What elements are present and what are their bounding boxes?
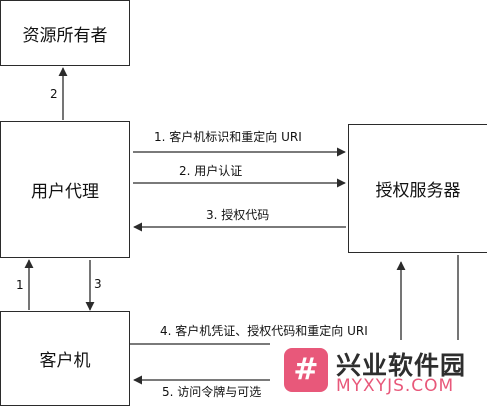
step-number-agent-to-client: 3	[94, 277, 102, 291]
user-agent-box: 用户代理	[0, 121, 130, 258]
flow-3-label: 3. 授权代码	[206, 208, 270, 222]
step-number-client-to-agent: 1	[16, 278, 24, 292]
step-number-owner: 2	[50, 87, 58, 101]
watermark-brand: 兴业软件园	[336, 351, 467, 380]
client-label: 客户机	[39, 351, 91, 371]
watermark: # 兴业软件园 MYXYJS.COM	[270, 340, 487, 406]
resource-owner-box: 资源所有者	[0, 0, 130, 66]
user-agent-label: 用户代理	[31, 182, 99, 202]
auth-server-box: 授权服务器	[348, 124, 487, 253]
flow-4-label: 4. 客户机凭证、授权代码和重定向 URI	[160, 324, 368, 338]
flow-2-label: 2. 用户认证	[179, 164, 243, 178]
watermark-domain: MYXYJS.COM	[336, 376, 455, 396]
client-box: 客户机	[0, 311, 130, 406]
watermark-logo-icon: #	[284, 348, 328, 392]
flow-5-label: 5. 访问令牌与可选	[162, 385, 262, 399]
resource-owner-label: 资源所有者	[22, 25, 108, 46]
flow-1-label: 1. 客户机标识和重定向 URI	[154, 130, 302, 144]
auth-server-label: 授权服务器	[375, 181, 461, 201]
